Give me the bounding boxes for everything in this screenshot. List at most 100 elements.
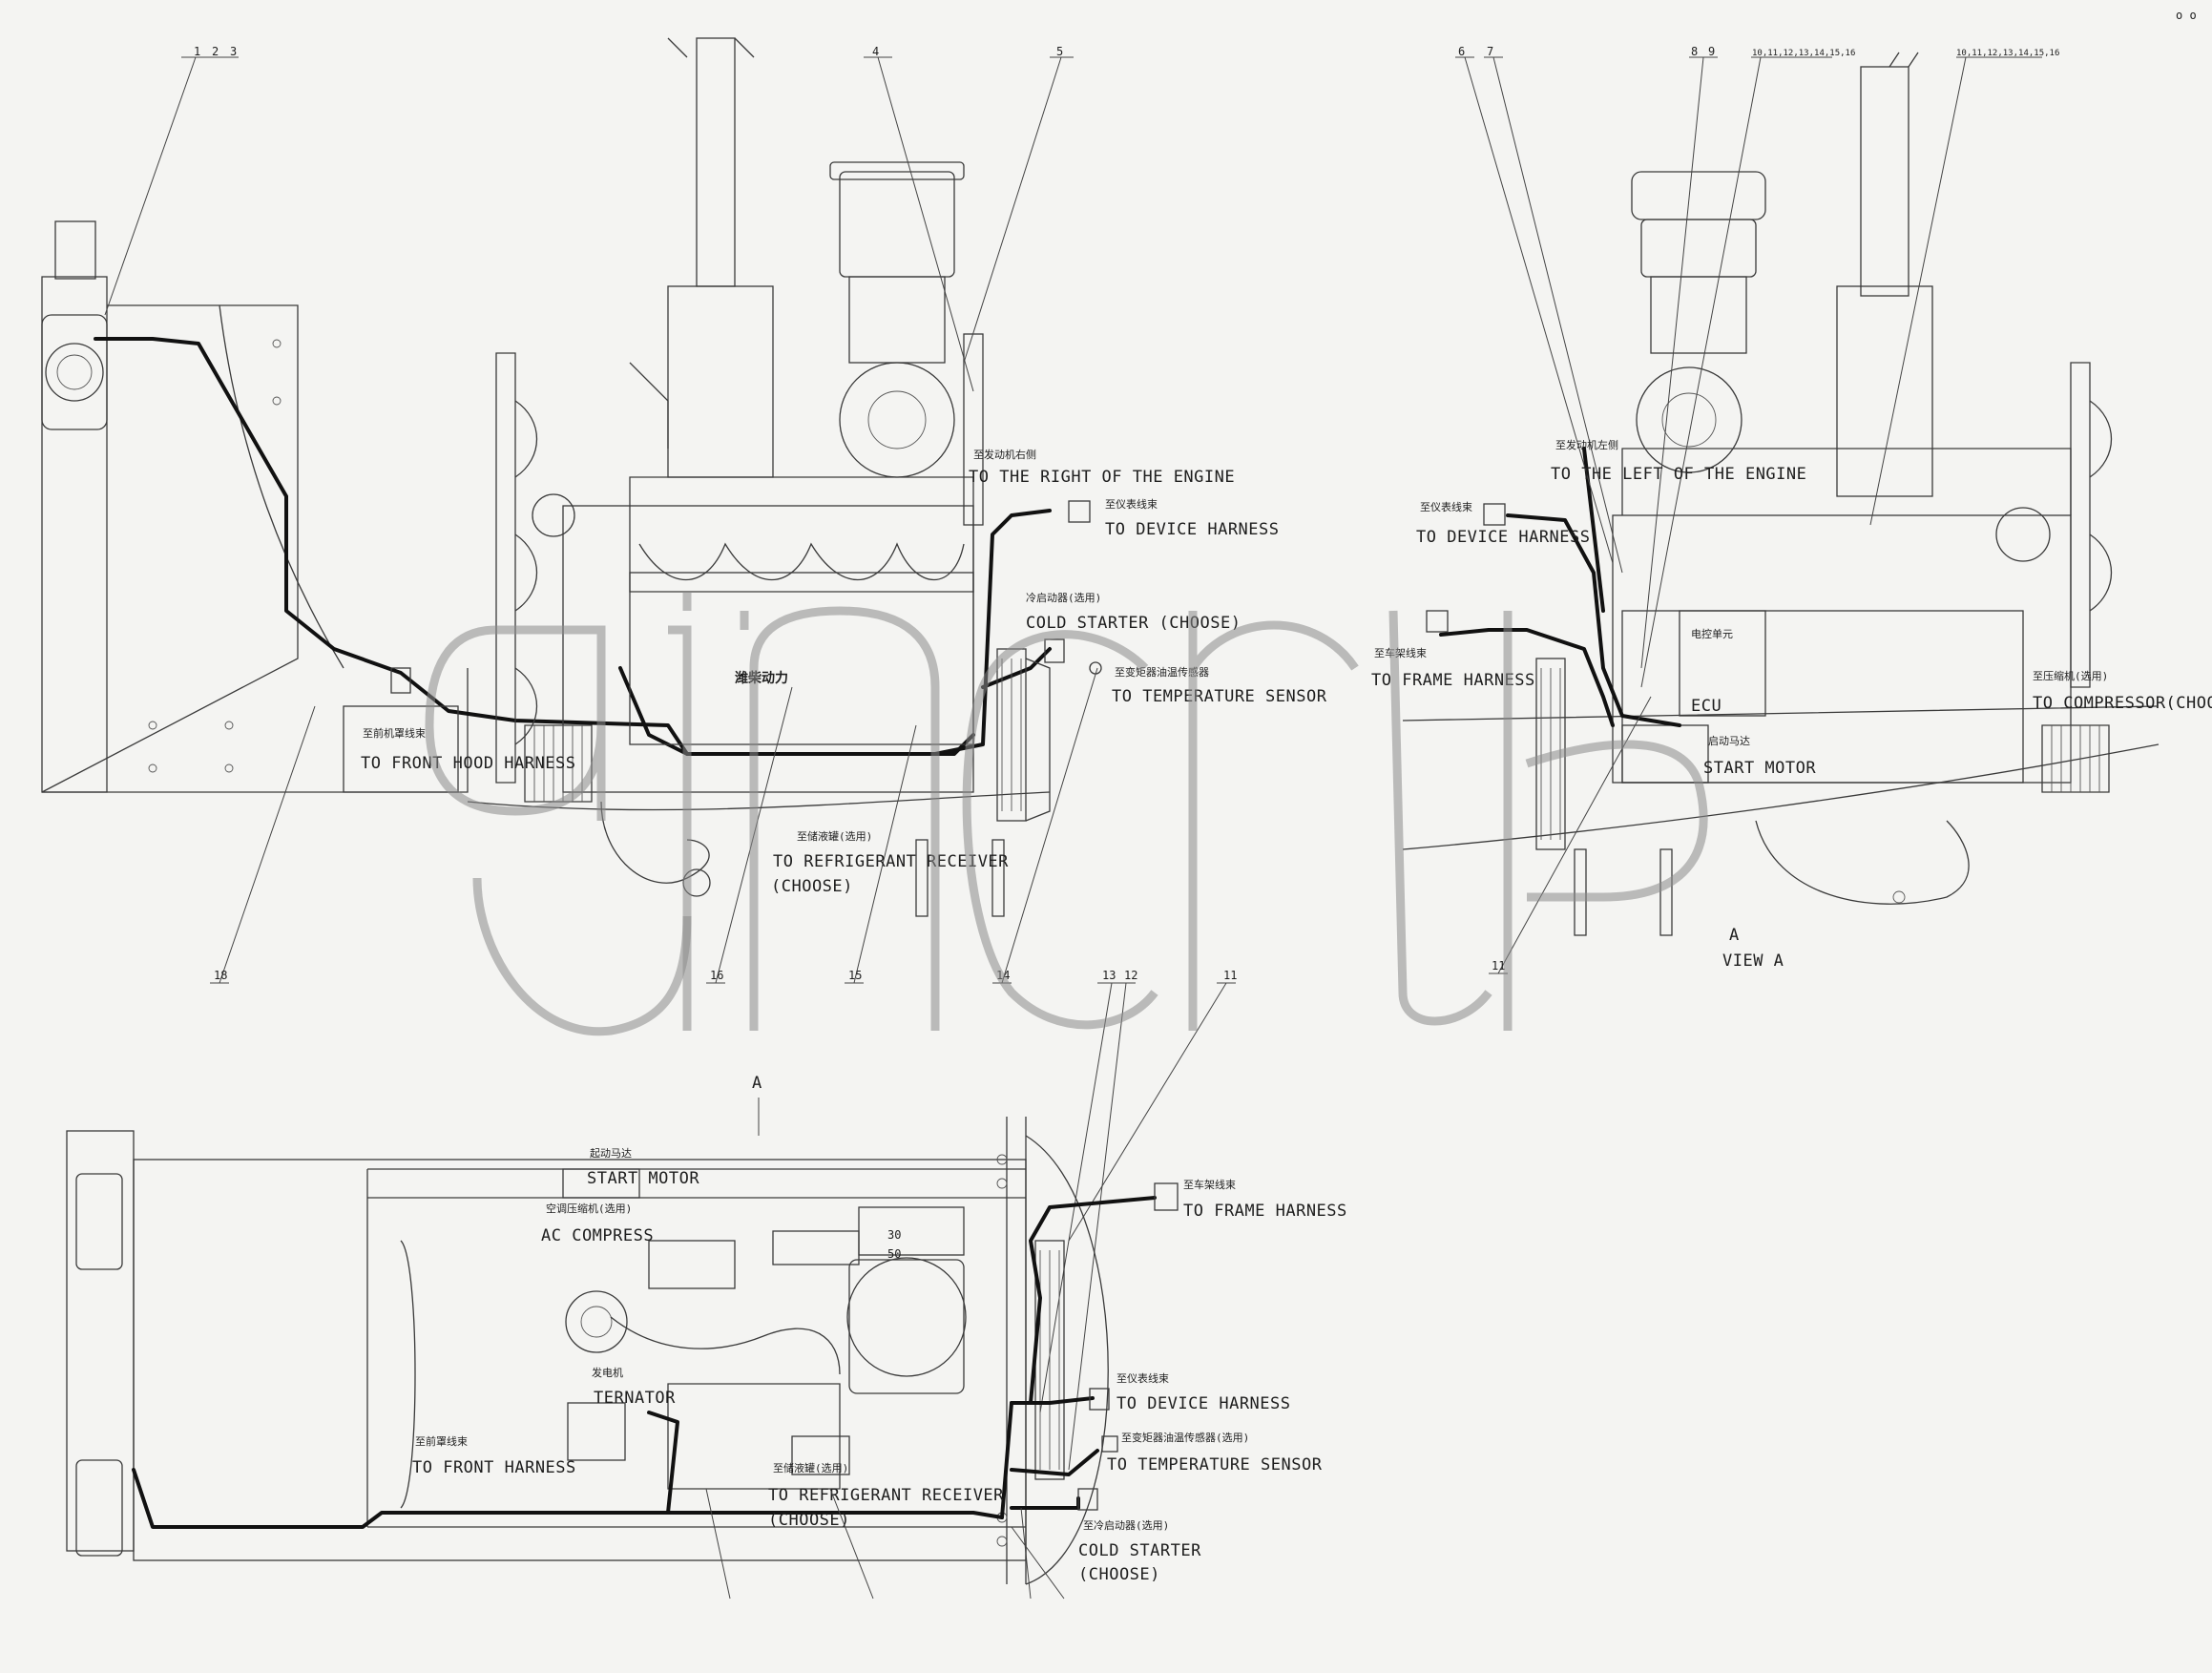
right-turbo: [1636, 366, 1742, 473]
left-temperature-sensor-connector: [1089, 661, 1102, 675]
callout-7: 7: [1487, 45, 1493, 58]
label-compressor-cn: 至压缩机(选用): [2033, 669, 2108, 682]
label-ecu-en: ECU: [1691, 697, 1722, 716]
view-a-letter: A: [1729, 926, 1740, 945]
callout-18: 18: [214, 969, 227, 982]
left-exhaust-manifold: [638, 542, 965, 580]
label-start-motor-right-en: START MOTOR: [1703, 759, 1816, 778]
left-fan-blade: [495, 352, 516, 784]
bottom-device-harness-branch: [1010, 1396, 1095, 1405]
right-frame-harness: [1439, 628, 1615, 727]
label-right-engine-en: TO THE RIGHT OF THE ENGINE: [969, 468, 1235, 487]
callout-leader-7: [1484, 56, 1623, 574]
label-start-motor-bottom-en: START MOTOR: [587, 1169, 699, 1188]
label-temp-sensor-bottom-cn: 至变矩器油温传感器(选用): [1121, 1431, 1249, 1444]
left-air-cleaner: [839, 171, 955, 278]
watermark-logo: [425, 592, 1708, 1036]
right-frame-rail: [1402, 705, 2160, 850]
label-frame-harness-right-cn: 至车架线束: [1374, 646, 1427, 659]
label-alternator-cn: 发电机: [592, 1366, 623, 1379]
callout-leader-16: [706, 686, 793, 984]
left-turbo-scroll: [839, 362, 955, 478]
callout-15: 15: [848, 969, 862, 982]
label-compressor-en: TO COMPRESSOR(CHOOSE): [2033, 694, 2212, 713]
left-pulley: [532, 493, 575, 537]
callout-4: 4: [872, 45, 879, 58]
label-refrigerant-cn: 至储液罐(选用): [797, 829, 872, 843]
label-temp-sensor-bottom-en: TO TEMPERATURE SENSOR: [1107, 1455, 1323, 1474]
label-front-harness-en: TO FRONT HARNESS: [412, 1458, 576, 1477]
bottom-device-connector: [1089, 1388, 1110, 1411]
left-exhaust-stack: [696, 37, 736, 287]
bottom-relay-box: [858, 1206, 965, 1256]
callout-leader-11: [1068, 982, 1236, 1242]
bottom-pulley: [565, 1290, 628, 1353]
label-refrigerant-choose: (CHOOSE): [771, 877, 853, 896]
label-device-harness-en: TO DEVICE HARNESS: [1105, 520, 1280, 539]
right-ecu-box: [1679, 610, 1766, 717]
left-device-harness-connector: [1068, 500, 1091, 523]
label-cold-starter-bottom-cn: 至冷启动器(选用): [1083, 1519, 1169, 1532]
label-cold-starter-bottom-en: COLD STARTER: [1078, 1541, 1201, 1560]
callout-11-right: 11: [1492, 959, 1505, 972]
callout-5: 5: [1056, 45, 1063, 58]
left-filter-box: [54, 220, 96, 280]
label-temp-sensor-cn: 至变矩器油温传感器: [1115, 665, 1209, 679]
label-cold-starter-cn: 冷启动器(选用): [1026, 592, 1101, 604]
right-start-motor-box: [1621, 724, 1709, 784]
left-engine-view: 1 2 3 4 5 18 16 15 14 13 12 11 至发动机右侧 TO…: [41, 37, 1326, 1471]
bottom-start-motor-box: [562, 1168, 640, 1199]
callout-13: 13: [1102, 969, 1116, 982]
left-cold-starter-connector: [1044, 638, 1065, 663]
right-device-harness: [1506, 513, 1681, 727]
label-ac-compress-cn: 空调压缩机(选用): [546, 1202, 632, 1215]
left-fan-circle: [45, 343, 104, 402]
label-cold-starter-bottom-choose: (CHOOSE): [1078, 1565, 1160, 1584]
relay-label-30: 30: [887, 1228, 901, 1242]
callout-9: 9: [1708, 45, 1715, 58]
label-frame-harness-right-en: TO FRAME HARNESS: [1371, 671, 1535, 690]
view-arrow-letter: A: [752, 1074, 762, 1093]
bottom-top-view: A: [66, 1074, 1347, 1600]
callout-11: 11: [1223, 969, 1237, 982]
label-left-engine-cn: 至发动机左侧: [1555, 438, 1618, 451]
callout-1: 1: [194, 45, 200, 58]
label-front-harness-cn: 至前罩线束: [415, 1434, 468, 1448]
right-device-harness-connector: [1483, 503, 1506, 526]
left-engine-block: [562, 505, 974, 793]
callout-6: 6: [1458, 45, 1465, 58]
label-front-hood-cn: 至前机罩线束: [363, 726, 426, 740]
label-device-harness-right-cn: 至仪表线束: [1420, 500, 1472, 513]
label-refrigerant-bottom-en: TO REFRIGERANT RECEIVER: [768, 1486, 1004, 1505]
callout-3: 3: [230, 45, 237, 58]
label-start-motor-bottom-cn: 起动马达: [590, 1147, 632, 1160]
callout-leader-14: [992, 667, 1098, 984]
right-frame-harness-connector: [1426, 610, 1449, 633]
label-frame-harness-bottom-en: TO FRAME HARNESS: [1183, 1202, 1347, 1221]
bottom-cold-starter-connector: [1077, 1488, 1098, 1511]
bottom-main-harness: [132, 1468, 1004, 1529]
left-fan-housing: [41, 314, 108, 430]
callout-leader-6: [1455, 56, 1614, 564]
corner-mark: o o: [2176, 9, 2197, 22]
left-turbo-housing: [667, 285, 774, 478]
right-exhaust-stack: [1860, 66, 1909, 297]
label-front-hood-en: TO FRONT HOOD HARNESS: [361, 754, 575, 773]
label-refrigerant-en: TO REFRIGERANT RECEIVER: [773, 852, 1009, 871]
label-start-motor-right-cn: 启动马达: [1708, 735, 1750, 747]
callout-leader-11-right: [1489, 696, 1652, 974]
right-fan: [2070, 362, 2091, 688]
callout-10-16-b: 10,11,12,13,14,15,16: [1956, 49, 2059, 58]
label-ecu-cn: 电控单元: [1691, 627, 1733, 640]
callout-leader-1-3: [104, 56, 239, 316]
label-device-harness-bottom-cn: 至仪表线束: [1116, 1371, 1169, 1385]
left-frame-outline: [41, 304, 299, 793]
bottom-temp-connector: [1101, 1435, 1118, 1453]
bottom-frame-connector: [1154, 1182, 1179, 1211]
bottom-leader-lines: [705, 1488, 1065, 1600]
label-frame-harness-bottom-cn: 至车架线束: [1183, 1178, 1236, 1191]
right-engine-view: 6 7 8 9 10,11,12,13,14,15,16 10,11,12,13…: [1371, 45, 2212, 974]
engine-brand-label: 潍柴动力: [735, 670, 788, 686]
label-right-engine-cn: 至发动机右侧: [973, 448, 1036, 461]
